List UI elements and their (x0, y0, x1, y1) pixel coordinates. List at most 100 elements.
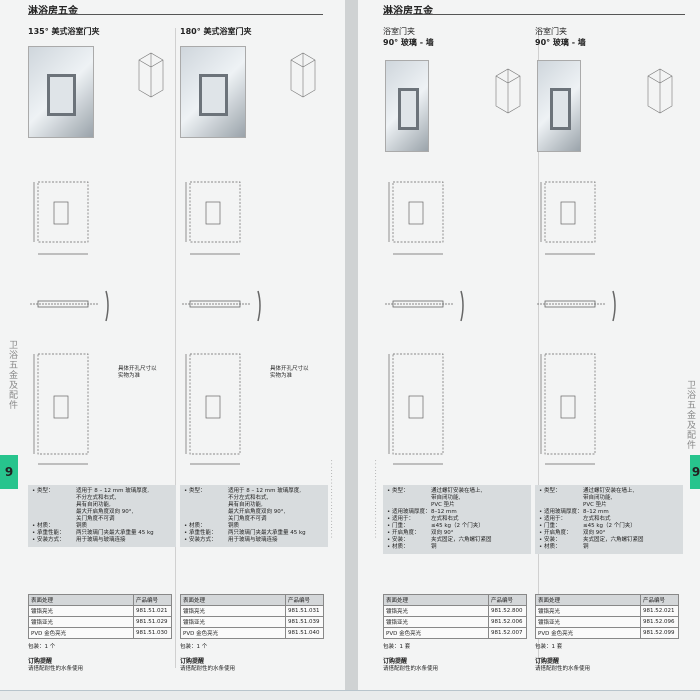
product-code-cell[interactable]: 981.52.800 (488, 605, 527, 617)
spec-row: 关门角度不可调 (184, 516, 324, 523)
finish-cell: PVD 金色亮光 (535, 627, 641, 639)
spec-label: • 安装： (387, 537, 409, 543)
spec-row: 最大开启角度双向 90°, (184, 509, 324, 516)
spec-row: • 安装方式：用于玻璃与玻璃连接 (184, 537, 324, 544)
spec-row: 不分左式和右式, (184, 495, 324, 502)
product-code-cell[interactable]: 981.51.039 (285, 616, 324, 628)
product-code-cell[interactable]: 981.51.031 (285, 605, 324, 617)
spec-row: • 安装： 夹式固定，六角螺钉紧固 (387, 537, 527, 544)
spec-label (539, 495, 583, 502)
spec-label: • 类型： (32, 488, 54, 494)
product-code-cell[interactable]: 981.51.021 (133, 605, 172, 617)
spec-value: 两只玻璃门夹最大承重量 45 kg (76, 530, 154, 536)
product-title: 90° 玻璃 - 墙 (383, 38, 434, 47)
right-page: 淋浴房五金 卫浴五金及配件 · · · · · · · · · · · · · … (358, 0, 700, 690)
order-note-title: 订购提醒 (180, 658, 205, 665)
header-rule (383, 14, 685, 15)
spec-value: 8–12 mm (431, 509, 457, 515)
front-view-drawing (180, 174, 328, 268)
spec-value: 通过螺钉安装在墙上, (583, 488, 635, 494)
product-code-cell[interactable]: 981.52.096 (640, 616, 679, 628)
spec-value: PVC 垫片 (431, 502, 455, 508)
spec-row: • 开启角度： 双向 90° (539, 530, 679, 537)
front-view-drawing (535, 174, 683, 268)
finish-cell: 镀铬亮光 (535, 605, 641, 617)
finish-cell: PVD 金色亮光 (383, 627, 489, 639)
product-column: 135° 美式浴室门夹具体开孔尺寸以实物为准• 类型：适用于 8 – 12 mm… (28, 26, 176, 672)
spec-value: 左式和右式 (431, 516, 459, 522)
spec-label: • 适用于： (539, 516, 566, 522)
bottom-edge (0, 690, 700, 700)
section-view-drawing (383, 281, 531, 335)
product-title: 180° 美式浴室门夹 (180, 27, 252, 36)
spec-label: • 安装： (539, 537, 561, 543)
package-info: 包装：1 个 (28, 644, 56, 650)
spec-value: 关门角度不可调 (228, 516, 267, 522)
finish-cell: PVD 金色亮光 (180, 627, 286, 639)
order-note-title: 订购提醒 (28, 658, 53, 665)
header-rule (28, 14, 323, 15)
spec-label: • 材质： (184, 523, 206, 529)
spec-value: 用于玻璃与玻璃连接 (76, 537, 126, 543)
spec-row: 带自闭功能, (387, 495, 527, 502)
product-code-cell[interactable]: 981.52.099 (640, 627, 679, 639)
spec-row: • 适用玻璃厚度：8–12 mm (387, 509, 527, 516)
spec-row: • 承重性能：两只玻璃门夹最大承重量 45 kg (184, 530, 324, 537)
spec-row: • 类型：通过螺钉安装在墙上, (539, 488, 679, 495)
section-view-drawing (28, 281, 176, 335)
product-title: 浴室门夹 (535, 27, 567, 36)
chapter-tab-left[interactable]: 9 (0, 455, 18, 489)
spec-value: ≤45 kg（2 个门夹） (583, 523, 636, 529)
spec-value: 铜质 (76, 523, 88, 529)
spec-label: • 承重性能： (184, 530, 217, 536)
spec-row: 带自闭功能, (539, 495, 679, 502)
spec-row: • 门重：≤45 kg（2 个门夹） (539, 523, 679, 530)
package-info: 包装：1 个 (180, 644, 208, 650)
product-code-cell[interactable]: 981.51.029 (133, 616, 172, 628)
front-view-drawing (383, 174, 531, 268)
finish-cell: 镀铬亚光 (535, 616, 641, 628)
spec-value: 夹式固定，六角螺钉紧固 (583, 537, 644, 543)
page-runner: · · · · · · · · · · · · · · · · · · · · … (372, 460, 378, 538)
finish-cell: 镀铬亮光 (383, 605, 489, 617)
spec-value: 双向 90° (583, 530, 606, 536)
order-note-title: 订购提醒 (383, 658, 408, 665)
spec-value: 双向 90° (431, 530, 454, 536)
spec-value: 适用于 8 – 12 mm 玻璃厚度, (76, 488, 149, 494)
side-label: 卫浴五金及配件 (7, 340, 17, 410)
product-code-cell[interactable]: 981.52.021 (640, 605, 679, 617)
left-page: 淋浴房五金 卫浴五金及配件 · · · · · · · · · · · · · … (0, 0, 345, 690)
spec-row: • 类型：通过螺钉安装在墙上, (387, 488, 527, 495)
spec-label: • 适用玻璃厚度： (539, 509, 583, 515)
spec-value: ≤45 kg（2 个门夹） (431, 523, 484, 529)
hole-pattern-drawing (383, 346, 531, 480)
spec-value: 具有自闭功能, (228, 502, 263, 508)
spec-label (32, 495, 76, 502)
spec-value: 最大开启角度双向 90°, (228, 509, 286, 515)
chapter-tab-right[interactable]: 9 (690, 455, 700, 489)
order-note-text: 请搭配耐性的水条使用 (180, 666, 236, 672)
product-code-cell[interactable]: 981.52.006 (488, 616, 527, 628)
product-photo (537, 60, 581, 152)
product-code-cell[interactable]: 981.51.040 (285, 627, 324, 639)
product-code-cell[interactable]: 981.51.030 (133, 627, 172, 639)
package-info: 包装：1 套 (535, 644, 563, 650)
finish-cell: 镀铬亚光 (180, 616, 286, 628)
hole-size-note: 具体开孔尺寸以实物为准 (118, 366, 157, 379)
package-info: 包装：1 套 (383, 644, 411, 650)
hole-pattern-drawing (180, 346, 328, 480)
spec-label: • 材质： (387, 544, 409, 550)
product-code-cell[interactable]: 981.52.007 (488, 627, 527, 639)
spec-label: • 类型： (387, 488, 409, 494)
finish-cell: 镀铬亮光 (28, 605, 134, 617)
spec-row: 不分左式和右式, (32, 495, 172, 502)
spec-label: • 开启角度： (539, 530, 572, 536)
spec-label: • 开启角度： (387, 530, 420, 536)
spec-value: 夹式固定，六角螺钉紧固 (431, 537, 492, 543)
